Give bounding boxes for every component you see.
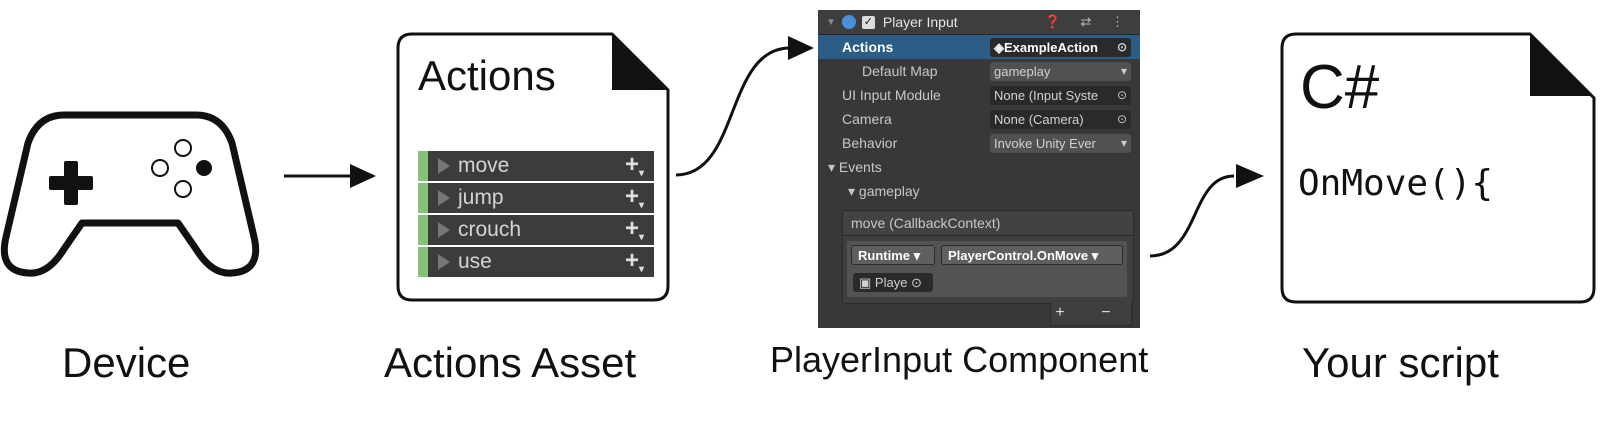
caption-player-input: PlayerInput Component — [770, 339, 1149, 380]
player-input-component-icon — [841, 15, 856, 29]
script-code-line: OnMove(){ — [1298, 163, 1494, 204]
events-foldout[interactable]: ▾ Events — [818, 155, 1140, 179]
caption-script: Your script — [1302, 339, 1499, 386]
arrow-inspector-to-script — [1149, 174, 1235, 258]
add-binding-icon[interactable]: +▾ — [624, 215, 644, 243]
action-item[interactable]: use +▾ — [418, 247, 654, 277]
expand-arrow-icon[interactable] — [438, 222, 450, 238]
property-label: Default Map — [862, 63, 938, 79]
action-list: move +▾ jump +▾ crouch +▾ use +▾ — [418, 151, 654, 279]
runtime-dropdown[interactable]: Runtime ▾ — [851, 245, 935, 265]
action-item[interactable]: crouch +▾ — [418, 215, 654, 245]
player-input-inspector: ▼ ✓ Player Input ❓ ⇄ ⋮ Actions ◈ExampleA… — [818, 10, 1140, 328]
expand-arrow-icon[interactable] — [438, 190, 450, 206]
property-label: UI Input Module — [842, 87, 941, 103]
events-label: ▾ Events — [828, 158, 882, 175]
arrow-device-to-actions-head — [350, 164, 376, 188]
add-remove-listener-buttons[interactable]: + − — [1050, 303, 1132, 326]
action-accent-bar — [418, 215, 428, 245]
object-picker-icon: ⊙ — [1116, 87, 1127, 102]
property-label: Behavior — [842, 135, 898, 151]
enabled-checkbox[interactable]: ✓ — [861, 15, 875, 29]
gameplay-foldout[interactable]: ▾ gameplay — [818, 179, 1140, 203]
component-header[interactable]: ▼ ✓ Player Input ❓ ⇄ ⋮ — [818, 10, 1140, 35]
ui-input-module-field[interactable]: None (Input Syste⊙ — [990, 85, 1131, 105]
object-picker-icon: ⊙ — [1116, 39, 1127, 54]
gamepad-icon — [0, 111, 260, 277]
expand-arrow-icon[interactable] — [438, 254, 450, 270]
default-map-dropdown[interactable]: gameplay▾ — [990, 61, 1131, 81]
action-accent-bar — [418, 247, 428, 277]
move-event-box: move (CallbackContext) Runtime ▾ PlayerC… — [842, 210, 1134, 304]
script-language-label: C# — [1300, 53, 1380, 122]
object-picker-icon: ⊙ — [1116, 111, 1127, 126]
action-item[interactable]: move +▾ — [418, 151, 654, 181]
arrow-actions-to-inspector — [675, 46, 791, 177]
script-document-outline — [1280, 32, 1596, 304]
behavior-dropdown[interactable]: Invoke Unity Ever▾ — [990, 133, 1131, 153]
arrow-actions-to-inspector-head — [788, 36, 814, 60]
property-label: Camera — [842, 111, 892, 127]
action-label: jump — [458, 186, 504, 209]
chevron-down-icon: ▾ — [1120, 63, 1127, 78]
gameplay-label: ▾ gameplay — [848, 182, 920, 199]
header-menu-icons[interactable]: ❓ ⇄ ⋮ — [1044, 14, 1132, 29]
actions-object-field[interactable]: ◈ExampleAction⊙ — [990, 37, 1131, 57]
property-default-map[interactable]: Default Map gameplay▾ — [818, 59, 1140, 83]
add-binding-icon[interactable]: +▾ — [624, 247, 644, 275]
add-binding-icon[interactable]: +▾ — [624, 151, 644, 179]
action-accent-bar — [418, 151, 428, 181]
target-object-field[interactable]: ▣ Playe ⊙ — [853, 273, 933, 292]
function-dropdown[interactable]: PlayerControl.OnMove ▾ — [941, 245, 1123, 265]
expand-arrow-icon[interactable] — [438, 158, 450, 174]
component-title: Player Input — [882, 14, 958, 30]
property-camera[interactable]: Camera None (Camera)⊙ — [818, 107, 1140, 131]
chevron-down-icon: ▾ — [1120, 135, 1127, 150]
caption-actions-asset: Actions Asset — [384, 339, 637, 386]
arrow-inspector-to-script-head — [1236, 164, 1264, 188]
action-label: use — [458, 250, 492, 273]
property-actions[interactable]: Actions ◈ExampleAction⊙ — [818, 35, 1140, 59]
property-ui-input-module[interactable]: UI Input Module None (Input Syste⊙ — [818, 83, 1140, 107]
action-label: move — [458, 154, 510, 177]
caption-device: Device — [62, 339, 191, 386]
actions-doc-title: Actions — [418, 52, 556, 99]
action-label: crouch — [458, 218, 522, 241]
property-behavior[interactable]: Behavior Invoke Unity Ever▾ — [818, 131, 1140, 155]
property-label: Actions — [842, 39, 894, 55]
camera-field[interactable]: None (Camera)⊙ — [990, 109, 1131, 129]
event-title: move (CallbackContext) — [843, 211, 1133, 236]
add-binding-icon[interactable]: +▾ — [624, 183, 644, 211]
action-item[interactable]: jump +▾ — [418, 183, 654, 213]
action-accent-bar — [418, 183, 428, 213]
event-listener-entry: Runtime ▾ PlayerControl.OnMove ▾ ▣ Playe… — [847, 241, 1127, 297]
collapse-arrow-icon[interactable]: ▼ — [826, 16, 836, 28]
